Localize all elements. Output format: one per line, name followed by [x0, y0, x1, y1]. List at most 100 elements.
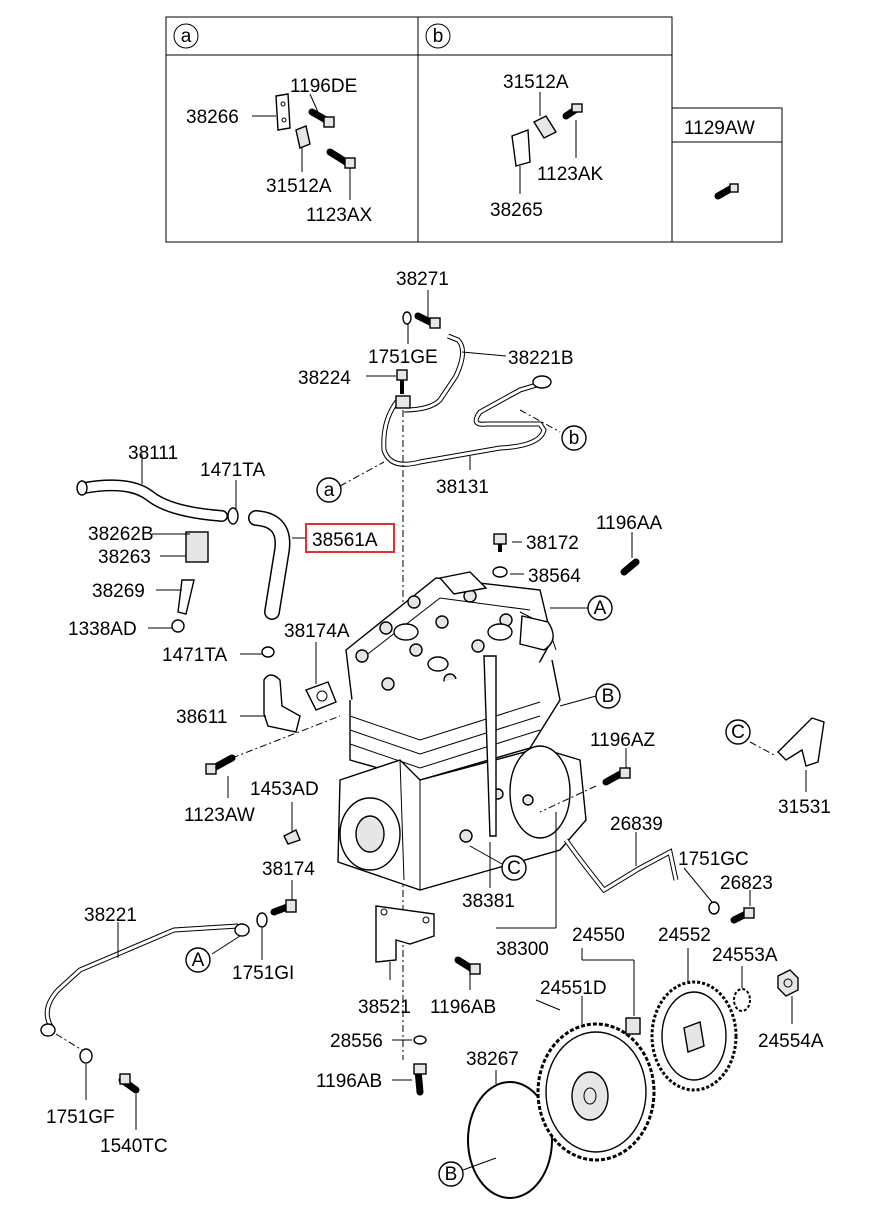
label-38262B: 38262B: [88, 524, 154, 545]
key-24550: [625, 1017, 641, 1035]
clamp-31512A-b: [532, 115, 558, 139]
label-1751GC: 1751GC: [678, 849, 749, 870]
label-38269: 38269: [92, 581, 145, 602]
label-38221: 38221: [84, 905, 137, 926]
bolt-1129AW-icon: [729, 183, 739, 193]
inset-table: [165, 16, 783, 243]
label-1196DE: 1196DE: [290, 76, 357, 97]
gear-set: [467, 948, 799, 1199]
pipe-38221: [40, 880, 297, 1130]
label-38131: 38131: [436, 477, 489, 498]
washer-28556: [413, 1035, 427, 1045]
bracket-38521: [375, 905, 435, 963]
label-38381: 38381: [462, 891, 515, 912]
callout-B-right: B: [595, 683, 621, 709]
nut-1338AD: [171, 619, 185, 633]
callout-a: a: [316, 477, 342, 503]
elbow-38611: [263, 674, 301, 733]
callout-b: b: [561, 425, 587, 451]
inset-b: b 31512A 1123AK 38265: [425, 23, 604, 221]
svg-text:b: b: [569, 428, 580, 449]
callout-C-center: C: [469, 845, 527, 881]
strap-38269: [177, 579, 195, 615]
label-38564: 38564: [528, 566, 581, 587]
label-38172: 38172: [526, 533, 579, 554]
highlight-box-38561A: [305, 523, 395, 553]
label-26839: 26839: [610, 814, 663, 835]
compressor-38300: [337, 571, 587, 891]
label-1196AZ: 1196AZ: [590, 730, 656, 751]
fitting-38271: [429, 317, 441, 329]
clamp-1471TA-b: [261, 646, 275, 658]
label-1123AW: 1123AW: [184, 805, 255, 826]
inset-c: 1129AW: [684, 118, 755, 200]
label-38266: 38266: [186, 107, 239, 128]
label-31512A-b: 31512A: [503, 72, 569, 93]
part-labels: 38271 1751GE 38221B 38224 38131 38111 14…: [46, 269, 831, 1157]
label-28556: 28556: [330, 1031, 383, 1052]
bracket-38263: [185, 531, 209, 563]
svg-text:C: C: [731, 722, 745, 743]
key-1453AD: [283, 829, 301, 845]
label-1751GI: 1751GI: [232, 963, 294, 984]
right-parts: [539, 607, 825, 924]
svg-text:B: B: [602, 686, 615, 707]
inset-a-tag: [173, 23, 199, 49]
gasket-38174A: [305, 681, 337, 711]
inset-a: a 1196DE 38266 31512A 1123AX: [173, 23, 373, 226]
left-parts: [205, 642, 341, 845]
label-24554A: 24554A: [758, 1031, 824, 1052]
callout-B-bottom: B: [438, 1157, 497, 1187]
lockwasher-24553A: [733, 988, 751, 1012]
washer-38564: [492, 566, 508, 578]
label-26823: 26823: [720, 873, 773, 894]
label-38221B: 38221B: [508, 348, 574, 369]
label-1196AA: 1196AA: [596, 513, 663, 534]
label-24551D: 24551D: [540, 978, 607, 999]
label-31512A-a: 31512A: [266, 176, 332, 197]
label-24553A: 24553A: [712, 945, 778, 966]
callout-C-right: C: [725, 719, 751, 745]
callout-A-left: A: [185, 947, 211, 973]
inset-b-tag-text: b: [433, 26, 444, 47]
label-1751GF: 1751GF: [46, 1107, 115, 1128]
nut-24554A: [777, 969, 799, 997]
label-1196AB-top: 1196AB: [430, 997, 496, 1018]
clamp-31512A: [295, 125, 311, 149]
label-38611: 38611: [176, 707, 227, 728]
label-24550: 24550: [572, 925, 625, 946]
label-1338AD: 1338AD: [68, 619, 137, 640]
callout-A-right: A: [587, 595, 613, 621]
svg-text:a: a: [324, 480, 335, 501]
label-38267: 38267: [466, 1049, 519, 1070]
label-1453AD: 1453AD: [250, 779, 319, 800]
label-38174A: 38174A: [284, 621, 350, 642]
bolt-1540TC: [119, 1073, 131, 1085]
label-38561A: 38561A: [312, 530, 378, 551]
bracket-31531: [777, 717, 825, 767]
bracket-38265: [511, 129, 531, 167]
label-1129AW: 1129AW: [684, 118, 755, 139]
label-1471TA-top: 1471TA: [200, 460, 265, 481]
washer-1751GF: [79, 1048, 93, 1064]
bolt-38224: [396, 369, 408, 381]
label-38174: 38174: [262, 859, 315, 880]
label-1123AK: 1123AK: [537, 164, 604, 185]
discharge-pipe-group: [381, 311, 552, 467]
label-38265: 38265: [490, 200, 543, 221]
head-fittings: [492, 532, 640, 578]
label-1471TA-mid: 1471TA: [162, 645, 227, 666]
label-31531: 31531: [778, 797, 831, 818]
label-38224: 38224: [298, 368, 351, 389]
crankshaft-end: [355, 815, 385, 853]
label-38111: 38111: [128, 443, 178, 464]
svg-text:B: B: [445, 1164, 458, 1185]
bracket-38266: [275, 93, 291, 131]
inset-b-tag: [425, 23, 451, 49]
clamp-1471TA: [227, 507, 239, 525]
svg-text:A: A: [192, 950, 205, 971]
washer-1751GE: [402, 311, 412, 325]
intake-hose-group: [76, 454, 306, 633]
plug-38172: [493, 533, 507, 545]
label-1196AB-bottom: 1196AB: [316, 1071, 382, 1092]
